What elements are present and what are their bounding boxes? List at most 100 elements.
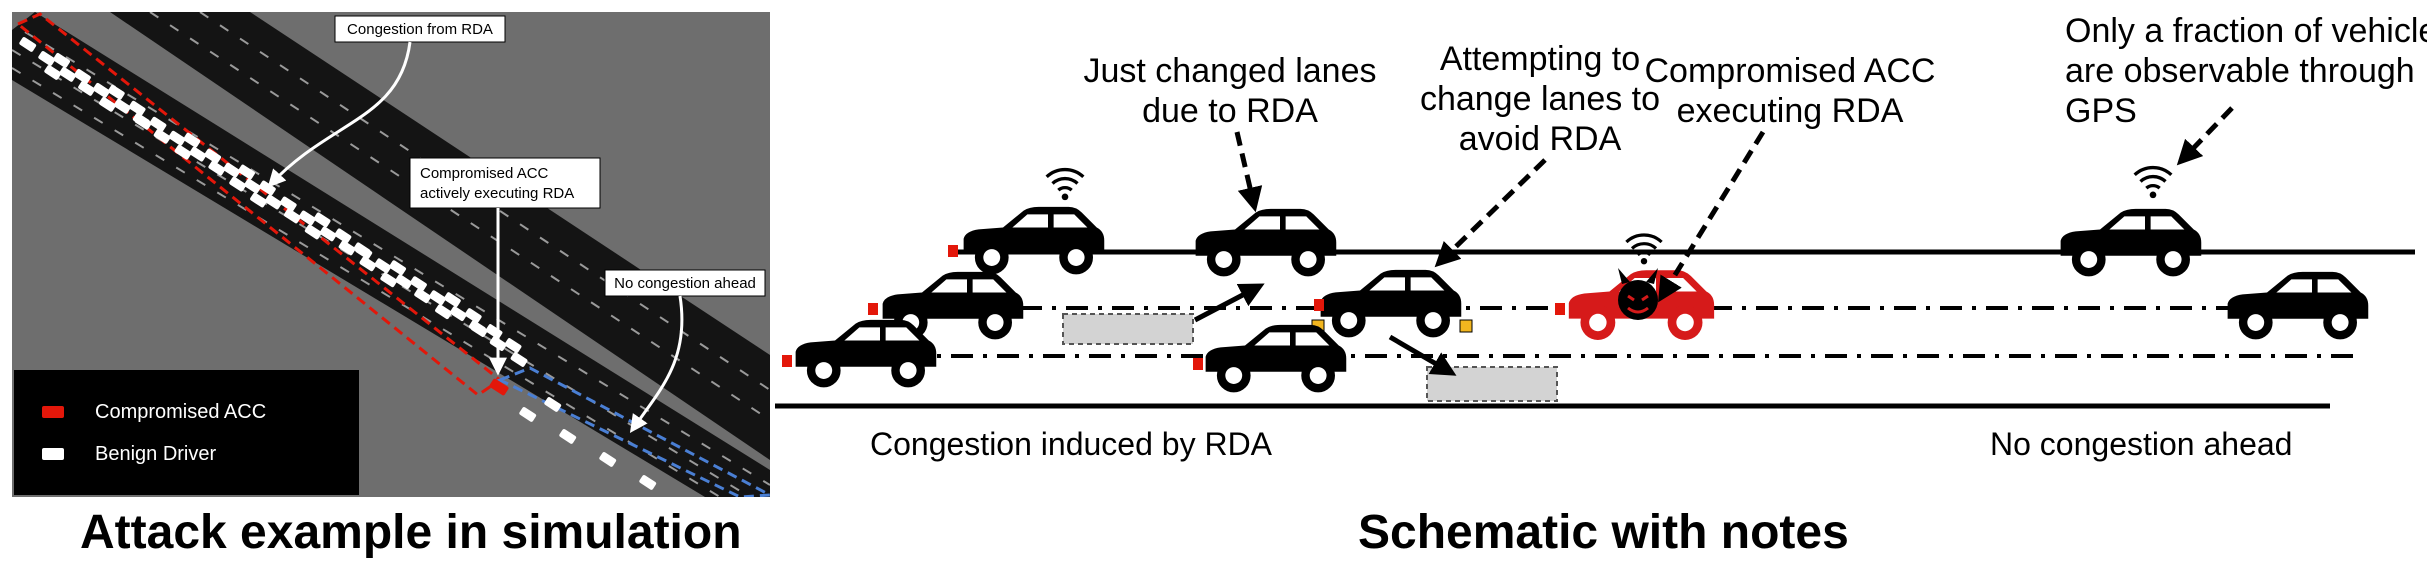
note-attempting-line-2: change lanes to (1420, 80, 1660, 118)
benign-car (204, 148, 222, 164)
benign-car (435, 304, 452, 320)
legend-compromised-label: Compromised ACC (95, 401, 266, 423)
callout-compromised: Compromised ACC actively executing RDA (409, 157, 601, 376)
car-icon-mid-left (868, 271, 1024, 340)
benign-car (38, 51, 56, 66)
benign-car (279, 196, 297, 212)
note-just-changed-line-1: Just changed lanes (1084, 52, 1377, 90)
note-attempting-line-1: Attempting to (1440, 40, 1640, 78)
benign-car (544, 397, 562, 412)
car-icon-attempting (1311, 269, 1473, 338)
benign-car (238, 164, 255, 180)
arrow-icon-note-compromised (1658, 130, 1766, 303)
callout-no-congestion: No congestion ahead (604, 269, 766, 433)
benign-car (504, 338, 522, 353)
benign-car (134, 114, 152, 130)
car-icon-top-left (948, 206, 1105, 275)
benign-car (128, 100, 146, 116)
benign-car (264, 194, 282, 210)
note-fraction-line-2: are observable through (2065, 52, 2415, 90)
benign-cars (19, 37, 657, 490)
compromised-car (489, 378, 509, 396)
benign-car (93, 82, 110, 98)
benign-car (153, 128, 171, 144)
benign-car (639, 475, 657, 490)
benign-car (429, 290, 446, 306)
benign-car (74, 68, 91, 84)
benign-car (510, 352, 528, 367)
benign-car (250, 192, 267, 208)
benign-car (599, 452, 617, 467)
arrow-icon-note-attempting (1434, 158, 1547, 268)
legend-benign-swatch (42, 448, 64, 460)
note-attempting-line-3: avoid RDA (1459, 120, 1622, 158)
simulation-title: Attack example in simulation (80, 506, 742, 559)
callout-congestion-text: Congestion from RDA (347, 21, 493, 38)
benign-car (223, 162, 241, 178)
legend-compromised-swatch (42, 406, 64, 418)
note-fraction-line-3: GPS (2065, 92, 2137, 130)
benign-car (113, 98, 131, 114)
benign-car (334, 228, 352, 244)
benign-car (229, 176, 247, 192)
benign-car (78, 81, 95, 96)
car-icon-just-changed (1195, 208, 1337, 277)
caption-no-congestion: No congestion ahead (1990, 426, 2292, 462)
free-flow-region (496, 366, 770, 497)
benign-car (359, 256, 377, 272)
note-compromised-line-2: executing RDA (1677, 92, 1904, 130)
benign-car (519, 407, 537, 422)
arrow-icon-note-just-changed (1234, 131, 1263, 213)
legend-benign-label: Benign Driver (95, 443, 217, 465)
devil-face-icon (1618, 268, 1658, 320)
arrow-icon-note-gps (2176, 106, 2234, 166)
callout-congestion: Congestion from RDA (267, 15, 506, 188)
benign-car (189, 146, 207, 162)
benign-car (374, 258, 392, 274)
simulation-panel: Congestion from RDA Compromised ACC acti… (12, 12, 770, 497)
callout-compromised-text-2: actively executing RDA (420, 185, 574, 202)
benign-car (107, 84, 125, 100)
benign-car (168, 130, 186, 146)
benign-car (59, 67, 76, 82)
benign-car (449, 306, 467, 321)
benign-car (298, 210, 316, 226)
car-icon-far-bottom (2227, 271, 2369, 340)
benign-car (99, 96, 116, 112)
note-just-changed-line-2: due to RDA (1142, 92, 1318, 130)
schematic-title: Schematic with notes (1358, 506, 1849, 559)
car-icon-bottom-left (782, 319, 937, 388)
benign-car (174, 144, 192, 160)
benign-car (414, 288, 432, 304)
simulation-legend: Compromised ACC Benign Driver (14, 370, 359, 495)
benign-car (258, 180, 276, 196)
benign-car (559, 429, 577, 444)
benign-car (380, 272, 398, 288)
schematic-panel: Just changed lanes due to RDA Attempting… (775, 12, 2427, 462)
note-compromised-line-1: Compromised ACC (1645, 52, 1936, 90)
benign-car (470, 322, 488, 337)
benign-car (283, 208, 301, 224)
wifi-signal-icon-1 (1044, 167, 1086, 202)
benign-car (464, 308, 482, 323)
benign-car (395, 274, 413, 290)
note-fraction-line-1: Only a fraction of vehicles (2065, 12, 2427, 50)
benign-car (410, 276, 427, 292)
wifi-signal-icon-3 (2132, 165, 2174, 200)
ghost-box-left (1062, 313, 1194, 345)
benign-car (53, 53, 70, 68)
caption-congestion-induced: Congestion induced by RDA (870, 426, 1273, 462)
benign-car (208, 160, 226, 176)
car-icon-attacker (1555, 268, 1715, 340)
benign-car (44, 65, 62, 80)
callout-no-congestion-text: No congestion ahead (614, 275, 756, 292)
benign-car (149, 116, 167, 132)
arrow-icon-lane-change-right (1388, 334, 1457, 376)
benign-car (319, 226, 337, 242)
benign-car (443, 292, 461, 307)
car-icon-lower-mid (1193, 324, 1347, 393)
benign-car (355, 244, 373, 260)
benign-car (244, 178, 261, 194)
arrow-icon-lane-change-left (1193, 283, 1265, 323)
benign-car (389, 260, 407, 276)
